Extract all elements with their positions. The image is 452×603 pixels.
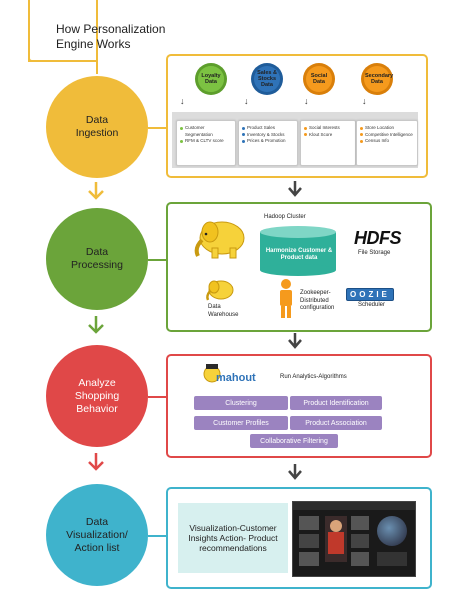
card-item: Census Info <box>365 138 390 143</box>
stage-circle-visualization: Data Visualization/ Action list <box>46 484 148 586</box>
clustering-button[interactable]: Clustering <box>194 396 288 410</box>
ingestion-panel: Loyalty Data Sales & Stocks Data Social … <box>166 54 428 178</box>
card-item: Product Sales <box>247 125 276 130</box>
card-item: Store Location <box>365 125 395 130</box>
gear-label: Social Data <box>310 73 328 85</box>
database-cylinder-icon <box>260 226 336 276</box>
arrow-down-icon <box>88 453 104 471</box>
mahout-logo-icon <box>203 364 221 383</box>
connector-line <box>148 396 168 398</box>
hadoop-elephant-icon <box>194 221 245 259</box>
small-arrow-down-icon: ↓ <box>304 96 309 106</box>
stage-circle-ingestion: Data Ingestion <box>46 76 148 178</box>
hadoop-cluster-label: Hadoop Cluster <box>264 214 306 220</box>
stage-circle-processing: Data Processing <box>46 208 148 310</box>
scheduler-label: Scheduler <box>358 302 386 308</box>
mahout-logo-text: mahout <box>216 372 256 384</box>
stage-label: Data Processing <box>71 246 123 271</box>
hdfs-logo: HDFS <box>354 228 402 248</box>
data-card: Product Sales Inventory & Stocks Prices … <box>238 120 298 166</box>
small-arrow-down-icon: ↓ <box>362 96 367 106</box>
zookeeper-label: Zookeeper- Distributed configuration <box>300 290 335 311</box>
gear-label: Loyalty Data <box>201 73 221 85</box>
stage-label: Analyze Shopping Behavior <box>74 376 120 415</box>
card-item: Inventory & Stocks <box>247 131 285 137</box>
stage-circle-analyze: Analyze Shopping Behavior <box>46 345 148 447</box>
gear-icon: Secondary Data <box>360 62 394 96</box>
small-arrow-down-icon: ↓ <box>244 96 249 106</box>
stage-label: Data Ingestion <box>75 114 119 139</box>
gear-label: Secondary Data <box>365 73 394 85</box>
data-card: Social Interests Klout Score <box>300 120 356 166</box>
arrow-down-icon <box>88 316 104 334</box>
analyze-panel: mahout Run Analytics-Algorithms Clusteri… <box>166 354 432 458</box>
gear-icon: Social Data <box>302 62 336 96</box>
card-item: Customer Segmentation <box>185 125 213 137</box>
customer-profiles-button[interactable]: Customer Profiles <box>194 416 288 430</box>
data-card: Customer Segmentation RFM & CLTV score <box>176 120 236 166</box>
visualization-text-box: Visualization-Customer Insights Action- … <box>178 503 288 573</box>
gray-arrow-down-icon <box>288 333 302 349</box>
stage-label: Data Visualization/ Action list <box>66 515 128 554</box>
gray-arrow-down-icon <box>288 181 302 197</box>
dashboard-screenshot <box>292 501 416 577</box>
card-item: Klout Score <box>309 131 333 137</box>
zookeeper-person-icon <box>280 279 292 318</box>
file-storage-label: File Storage <box>358 250 391 256</box>
card-item: RFM & CLTV score <box>185 138 224 143</box>
data-warehouse-label: Data Warehouse <box>208 304 239 318</box>
card-item: Prices & Promotion <box>247 138 286 143</box>
hive-elephant-icon <box>206 280 234 301</box>
product-identification-button[interactable]: Product Identification <box>290 396 382 410</box>
small-arrow-down-icon: ↓ <box>180 96 185 106</box>
connector-line <box>148 259 168 261</box>
gear-label: Sales & Stocks Data <box>257 70 277 88</box>
gray-arrow-down-icon <box>288 464 302 480</box>
collaborative-filtering-button[interactable]: Collaborative Filtering <box>250 434 338 448</box>
harmonize-label: Harmonize Customer & Product data <box>265 248 333 261</box>
run-analytics-label: Run Analytics-Algorithms <box>280 374 347 380</box>
gear-icon: Sales & Stocks Data <box>250 62 284 96</box>
arrow-down-icon <box>88 182 104 200</box>
visualization-text: Visualization-Customer Insights Action- … <box>188 523 278 553</box>
connector-line <box>148 535 168 537</box>
diagram-title: How Personalization Engine Works <box>56 22 166 51</box>
card-item: Competitive Intelligence <box>365 131 413 137</box>
oozie-logo: OOZIE <box>346 288 394 301</box>
card-item: Social Interests <box>309 125 340 130</box>
gear-icon: Loyalty Data <box>194 62 228 96</box>
data-card: Store Location Competitive Intelligence … <box>356 120 418 166</box>
product-association-button[interactable]: Product Association <box>290 416 382 430</box>
connector-line <box>148 127 168 129</box>
processing-panel: Hadoop Cluster Harmonize Customer & Prod… <box>166 202 432 332</box>
visualization-panel: Visualization-Customer Insights Action- … <box>166 487 432 589</box>
